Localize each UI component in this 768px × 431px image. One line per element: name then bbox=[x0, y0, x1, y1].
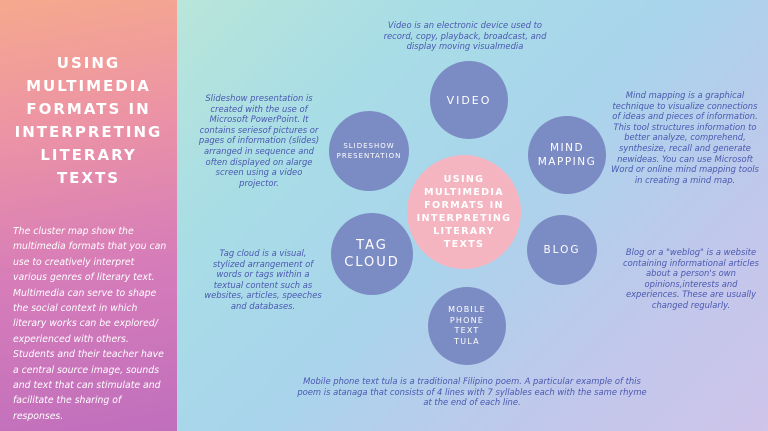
blog-node-label: BLOG bbox=[543, 244, 581, 256]
slideshow-node: SLIDESHOW PRESENTATION bbox=[329, 111, 409, 191]
mobile-phone-description: Mobile phone text tula is a traditional … bbox=[297, 376, 647, 408]
center-node-label: USING MULTIMEDIA FORMATS IN INTERPRETING… bbox=[416, 174, 512, 250]
video-node-label: VIDEO bbox=[446, 93, 492, 107]
mind-mapping-description: Mind mapping is a graphical technique to… bbox=[611, 90, 759, 185]
center-node: USING MULTIMEDIA FORMATS IN INTERPRETING… bbox=[407, 155, 521, 269]
mind-mapping-node: MIND MAPPING bbox=[528, 116, 606, 194]
tag-cloud-node-label: TAG CLOUD bbox=[344, 238, 400, 270]
left-body-text: The cluster map show the multimedia form… bbox=[13, 226, 167, 422]
slideshow-node-label: SLIDESHOW PRESENTATION bbox=[336, 142, 402, 160]
tag-cloud-description: Tag cloud is a visual, stylized arrangem… bbox=[204, 248, 322, 311]
left-panel: USING MULTIMEDIA FORMATS IN INTERPRETING… bbox=[0, 0, 177, 431]
video-node: VIDEO bbox=[430, 61, 508, 139]
slideshow-description: Slideshow presentation is created with t… bbox=[198, 93, 320, 188]
mind-mapping-node-label: MIND MAPPING bbox=[537, 142, 597, 168]
video-description: Video is an electronic device used to re… bbox=[383, 20, 547, 52]
tag-cloud-node: TAG CLOUD bbox=[331, 213, 413, 295]
left-title: USING MULTIMEDIA FORMATS IN INTERPRETING… bbox=[14, 54, 163, 187]
blog-node: BLOG bbox=[527, 215, 597, 285]
blog-description: Blog or a "weblog" is a website containi… bbox=[623, 247, 759, 310]
mobile-phone-node: MOBILE PHONE TEXT TULA bbox=[428, 287, 506, 365]
mobile-phone-node-label: MOBILE PHONE TEXT TULA bbox=[448, 305, 486, 346]
